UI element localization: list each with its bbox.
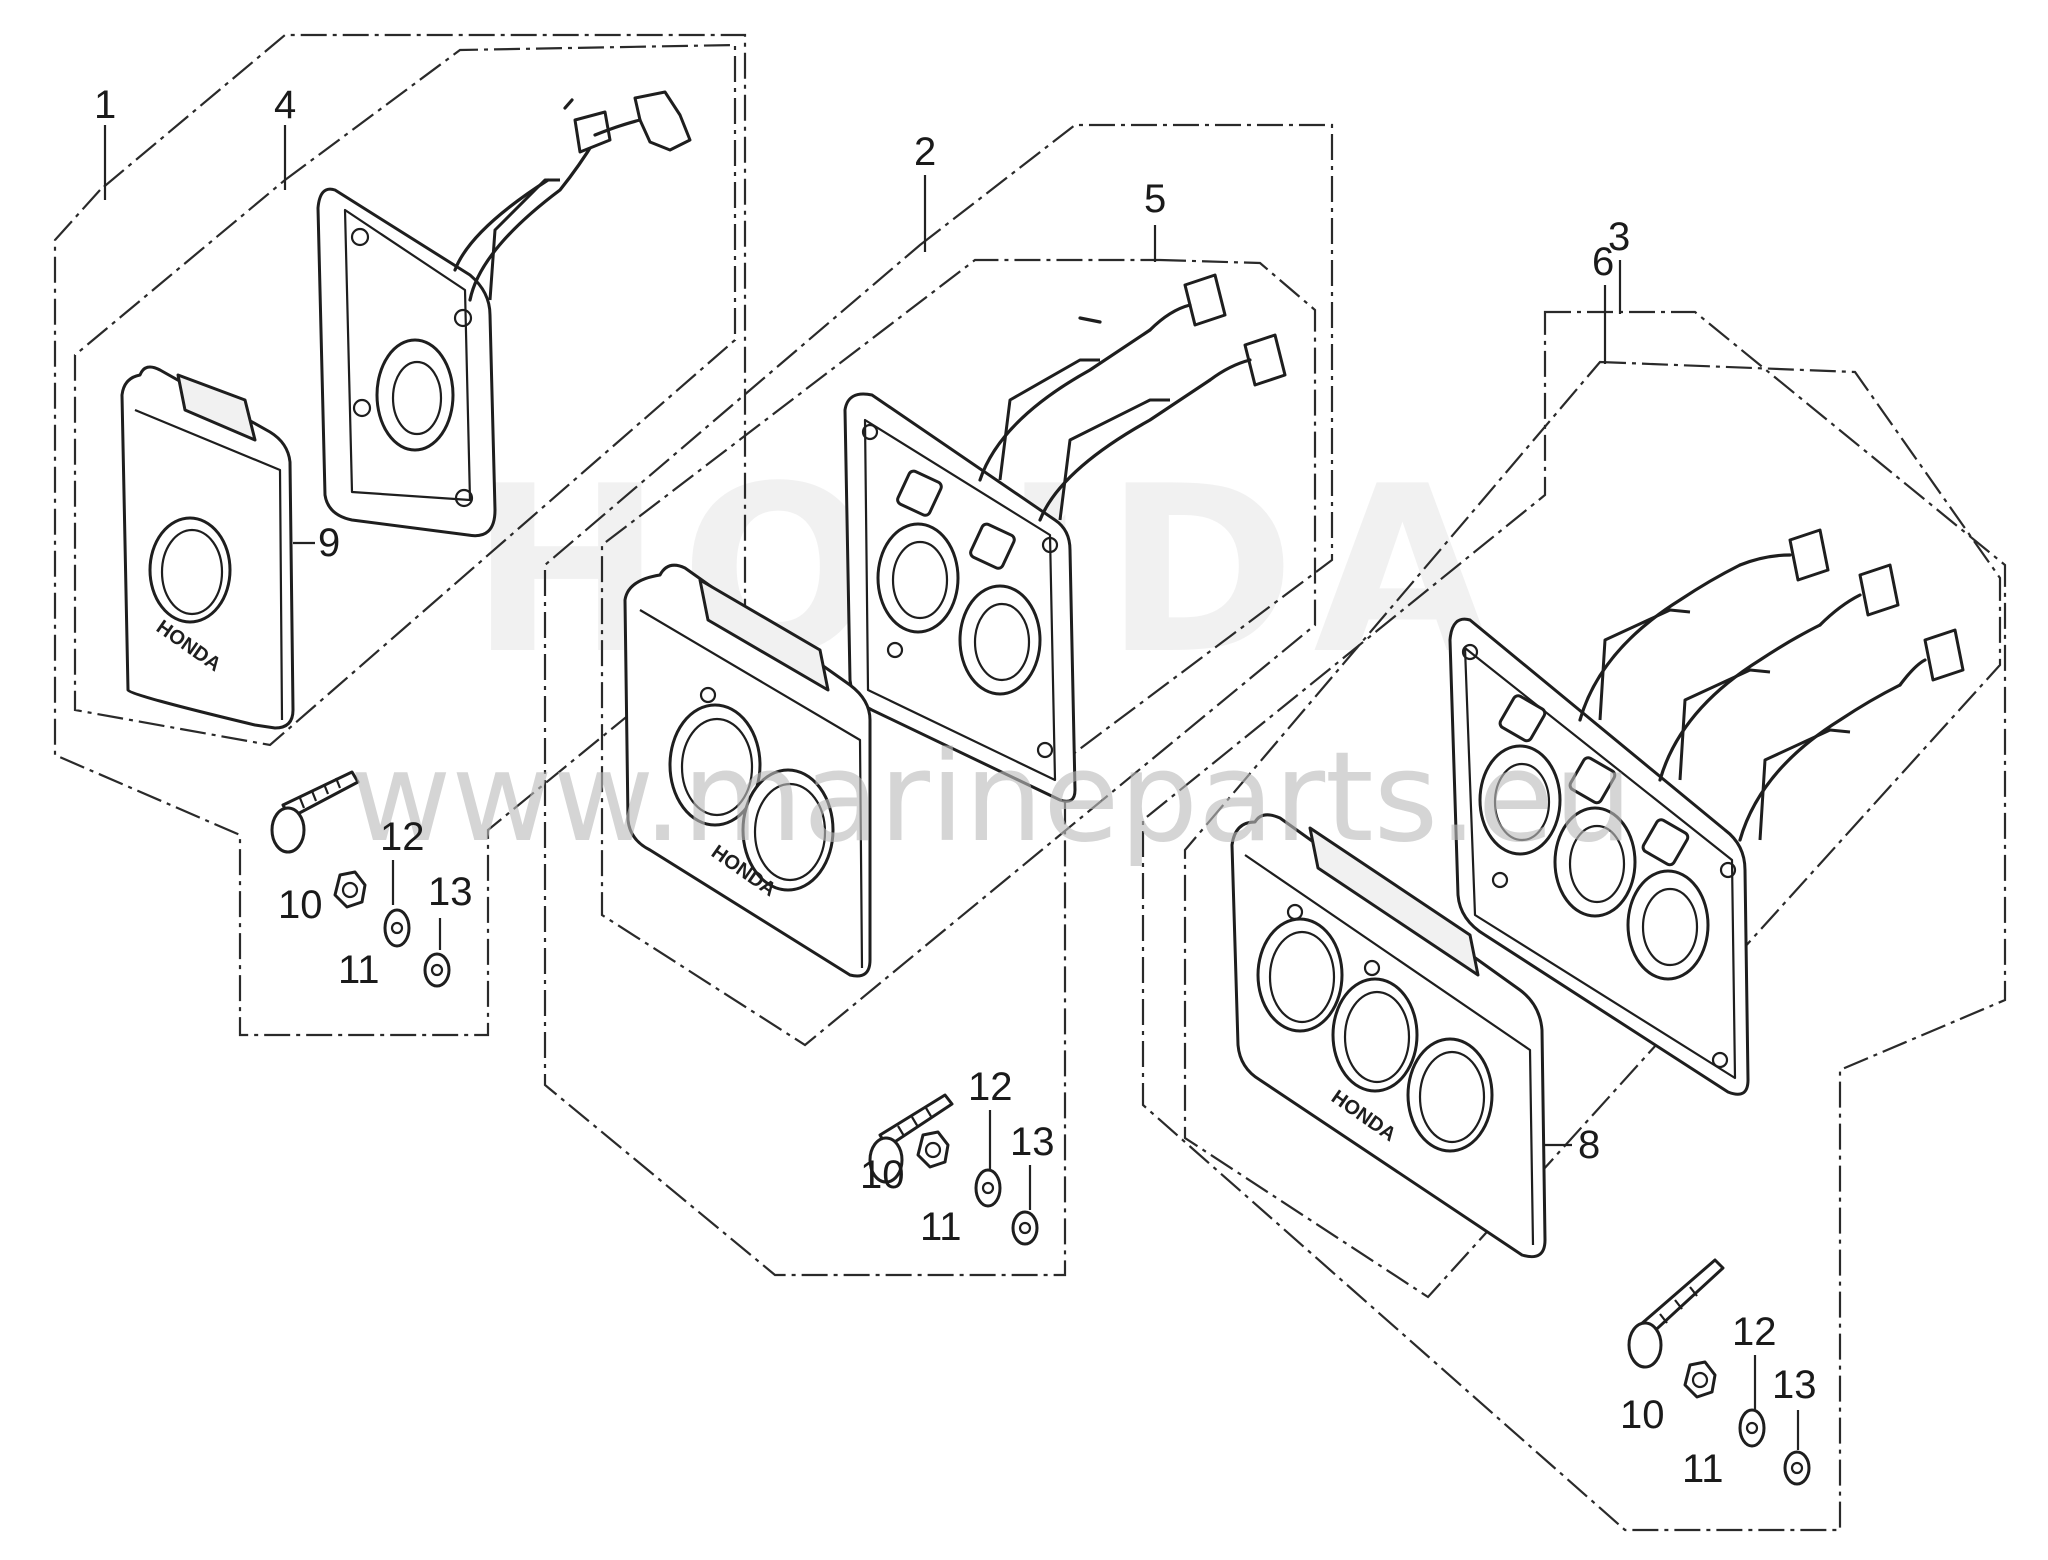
callout-10: 10	[860, 1153, 905, 1197]
callout-12: 12	[1732, 1310, 1777, 1354]
switch-panel-triple: HONDA	[1230, 813, 1572, 1259]
kit-2-outline	[543, 123, 1334, 1277]
callout-11: 11	[920, 1205, 962, 1249]
callout-13: 13	[1772, 1363, 1817, 1407]
switch-assy-4-outline	[73, 43, 737, 747]
fasteners-kit-2	[868, 1093, 1039, 1246]
kit-3-outline	[1141, 260, 2007, 1532]
callout-13: 13	[428, 870, 473, 914]
callout-11: 11	[1682, 1447, 1724, 1491]
watermark-url: www.marineparts.eu	[350, 726, 1633, 870]
callout-12: 12	[968, 1065, 1013, 1109]
callout-5: 5	[1144, 177, 1166, 221]
switch-assy-5-outline	[600, 225, 1317, 1047]
callout-4: 4	[274, 83, 296, 127]
callout-6: 6	[1592, 240, 1614, 284]
callout-3: 3	[1608, 215, 1630, 259]
switch-panel-double: HONDA	[623, 563, 872, 978]
switch-assembly-double	[843, 273, 1287, 803]
callout-11: 11	[338, 948, 380, 992]
switch-assembly-triple	[1448, 528, 1965, 1096]
switch-panel-single: HONDA	[120, 365, 315, 730]
callout-2: 2	[914, 130, 936, 174]
callout-12: 12	[380, 815, 425, 859]
callout-1: 1	[94, 83, 116, 127]
callout-10: 10	[1620, 1393, 1665, 1437]
fasteners-kit-1	[270, 770, 451, 988]
kit-1-outline	[53, 33, 747, 1037]
switch-assembly-single	[316, 90, 692, 538]
fasteners-kit-3	[1627, 1258, 1811, 1486]
callout-13: 13	[1010, 1120, 1055, 1164]
callout-9: 9	[318, 521, 340, 565]
callout-8: 8	[1578, 1123, 1600, 1167]
callout-10: 10	[278, 883, 323, 927]
